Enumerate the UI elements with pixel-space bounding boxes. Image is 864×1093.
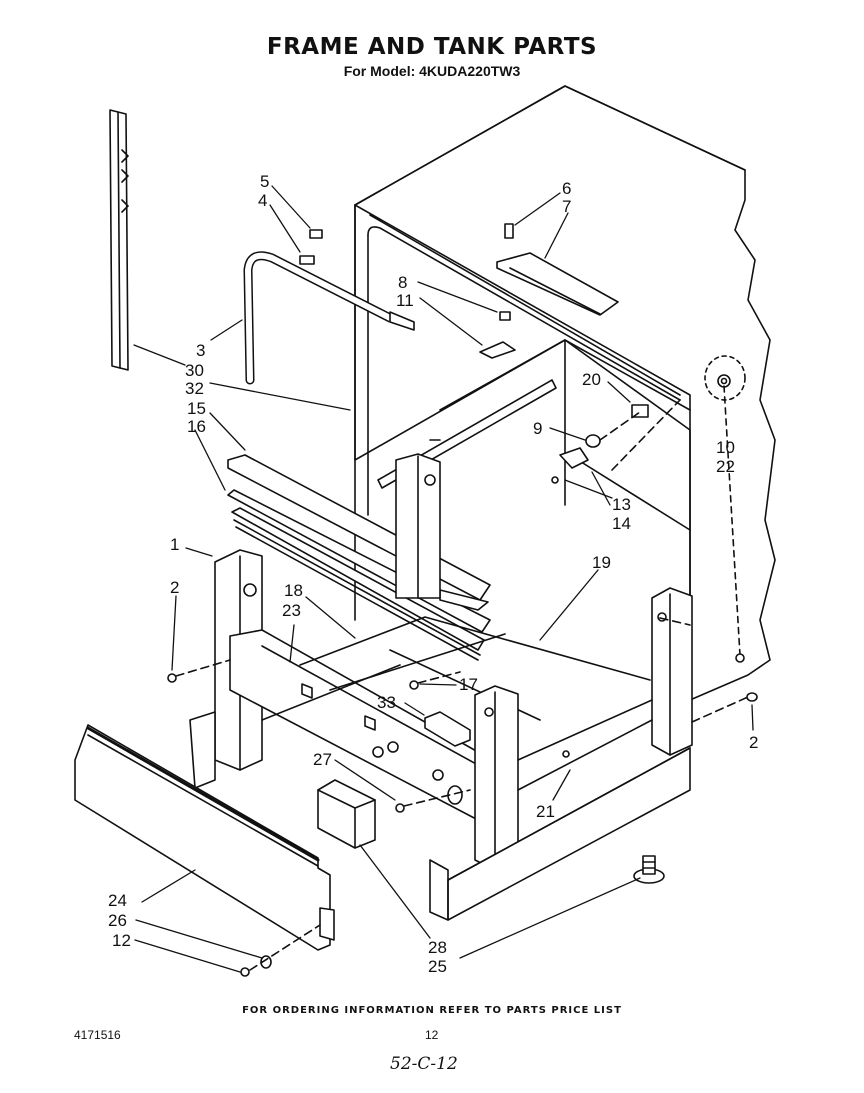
callout-12-left: 12 [112,931,131,950]
model-subtitle: For Model: 4KUDA220TW3 [343,63,521,79]
callout-labels: 5 4 3 30 32 15 16 1 2 6 7 8 11 20 9 13 1… [108,172,758,976]
callout-10: 10 [716,438,735,457]
callout-23: 23 [282,601,301,620]
leveling-leg-part-25 [633,855,665,884]
top-bracket-part-7 [496,252,619,316]
callout-17: 17 [459,675,478,694]
callout-2-left: 2 [170,578,179,597]
callout-33: 33 [377,693,396,712]
callout-30: 30 [185,361,204,380]
handwritten-code: 52-C-12 [390,1054,458,1074]
callout-14: 14 [612,514,631,533]
callout-1: 1 [170,535,179,554]
side-rail-part-30 [109,109,129,371]
callout-16: 16 [187,417,206,436]
document-number: 4171516 [74,1028,121,1042]
page-title: FRAME AND TANK PARTS [266,34,598,60]
leader-lines [133,185,754,973]
right-rear-post [651,587,693,756]
page-number: 12 [425,1028,439,1042]
callout-32: 32 [185,379,204,398]
bracket-parts-9-13-20 [551,404,649,484]
callout-25: 25 [428,957,447,976]
assembly-lines [175,399,749,971]
callout-20: 20 [582,370,601,389]
callout-21: 21 [536,802,555,821]
callout-27: 27 [313,750,332,769]
callout-6: 6 [562,179,571,198]
handle-bar-part-3 [243,251,415,385]
kick-panel-part-24 [74,724,335,951]
clip-part-11 [479,341,516,359]
callout-19: 19 [592,553,611,572]
clip-part-8 [499,311,511,321]
bracket-part-33 [424,711,471,747]
callout-24: 24 [108,891,127,910]
rear-left-post [395,439,441,599]
callout-15: 15 [187,399,206,418]
ordering-note: FOR ORDERING INFORMATION REFER TO PARTS … [242,1005,622,1016]
callout-2-right: 2 [749,733,758,752]
callout-26: 26 [108,911,127,930]
callout-3: 3 [196,341,205,360]
front-rail-part-15-16 [227,454,491,661]
callout-18: 18 [284,581,303,600]
callout-5: 5 [260,172,269,191]
callout-22: 22 [716,457,735,476]
callout-11: 11 [396,291,414,310]
fastener-part-10-22 [704,355,746,663]
box-part-27 [317,779,376,849]
callout-13: 13 [612,495,631,514]
tank-shell [354,85,776,746]
callout-28: 28 [428,938,447,957]
callout-4: 4 [258,191,267,210]
base-channel-part-21 [429,699,691,921]
callout-7: 7 [562,197,571,216]
right-front-post [474,685,519,871]
callout-9: 9 [533,419,542,438]
callout-8: 8 [398,273,407,292]
